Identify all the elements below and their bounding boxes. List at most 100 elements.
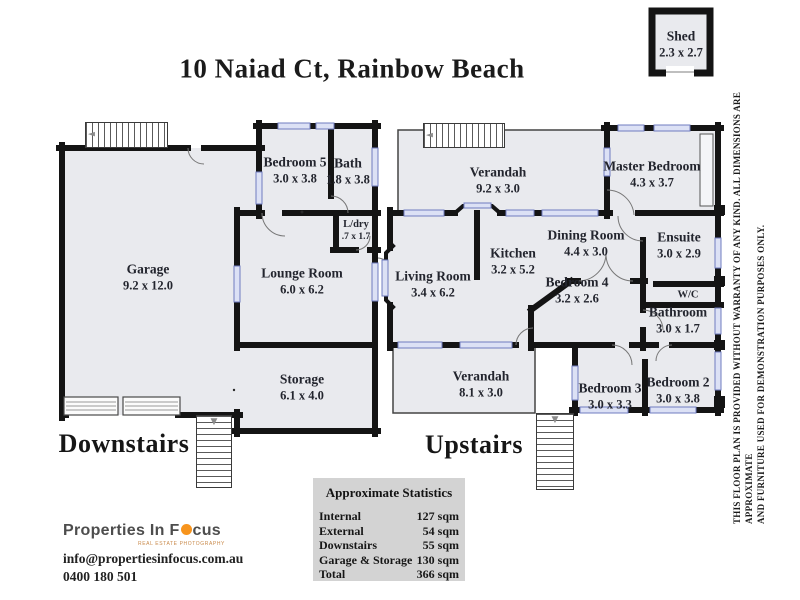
downstairs-windows [233, 122, 379, 303]
room-label-bath: Bath 1.8 x 3.8 [326, 154, 370, 187]
room-label-bathroom: Bathroom 3.0 x 1.7 [649, 303, 707, 336]
stairs-downstairs-lower: ▼ [196, 415, 232, 488]
room-name: Verandah [469, 164, 527, 180]
room-name: Verandah [452, 368, 510, 384]
room-label-garage: Garage 9.2 x 12.0 [123, 260, 173, 293]
statistics-row: Internal 127 sqm [319, 509, 459, 524]
room-dims: 9.2 x 12.0 [123, 278, 173, 293]
agency-email: info@propertiesinfocus.com.au [63, 551, 244, 566]
room-label-bedroom5: Bedroom 5 3.0 x 3.8 [263, 153, 326, 186]
disclaimer-line-2: AND FURNITURE USED FOR DEMONSTRATION PUR… [756, 224, 766, 524]
stat-label: Total [319, 567, 346, 581]
room-label-bedroom3: Bedroom 3 3.0 x 3.3 [578, 379, 641, 412]
room-dims: 1.8 x 3.8 [326, 172, 370, 187]
room-dims: 6.1 x 4.0 [280, 388, 324, 403]
room-dims: 3.0 x 3.8 [273, 171, 317, 186]
room-label-bedroom2: Bedroom 2 3.0 x 3.8 [646, 373, 709, 406]
shed-outline [648, 7, 714, 78]
room-name: Living Room [395, 268, 471, 284]
room-name: Dining Room [547, 227, 625, 243]
room-dims: 3.2 x 2.6 [555, 291, 599, 306]
stairs-upstairs-lower: ▼ [536, 413, 574, 490]
statistics-panel: Approximate Statistics Internal 127 sqm … [313, 478, 465, 581]
statistics-row: External 54 sqm [319, 524, 459, 539]
agency-phone: 0400 180 501 [63, 569, 138, 584]
stat-value: 130 sqm [416, 552, 459, 567]
stairs-direction-arrow-icon: ▼ [210, 417, 218, 427]
disclaimer-line-1: THIS FLOOR PLAN IS PROVIDED WITHOUT WARR… [732, 91, 754, 524]
room-name: Shed [666, 28, 696, 44]
room-dims: 2.3 x 2.7 [659, 45, 703, 60]
stairs-upstairs-verandah: ◄ [423, 123, 505, 148]
room-label-verandah-bottom: Verandah 8.1 x 3.0 [453, 367, 510, 400]
stat-value: 127 sqm [416, 509, 459, 523]
room-label-shed: Shed 2.3 x 2.7 [659, 27, 703, 60]
light-fitting-dot [300, 210, 304, 214]
room-name: L/dry [343, 219, 369, 231]
stat-value: 55 sqm [422, 538, 459, 552]
room-name: Storage [279, 371, 325, 387]
room-name: Bedroom 4 [545, 274, 609, 290]
room-name: Bathroom [648, 304, 708, 320]
room-name: Bath [334, 155, 362, 171]
room-name: W/C [677, 289, 699, 301]
upstairs-footprint [385, 125, 721, 414]
stat-value: 366 sqm [416, 567, 459, 581]
room-dims: 4.4 x 3.0 [564, 244, 608, 259]
built-in-robe [699, 133, 714, 207]
room-dims: 9.2 x 3.0 [476, 181, 520, 196]
room-label-laundry: L/dry .7 x 1.7 [342, 218, 371, 244]
room-label-lounge: Lounge Room 6.0 x 6.2 [261, 264, 342, 297]
room-dims: 3.2 x 5.2 [491, 262, 535, 277]
room-label-master-bedroom: Master Bedroom 4.3 x 3.7 [603, 157, 700, 190]
room-dims: 3.4 x 6.2 [411, 285, 455, 300]
room-label-dining: Dining Room 4.4 x 3.0 [548, 226, 625, 259]
agency-logo: Properties In F cus [63, 522, 221, 540]
room-label-wc: W/C [678, 288, 699, 301]
room-name: Garage [126, 261, 170, 277]
disclaimer-text: THIS FLOOR PLAN IS PROVIDED WITHOUT WARR… [731, 90, 767, 524]
room-dims: 3.0 x 3.3 [588, 397, 632, 412]
room-label-bedroom4: Bedroom 4 3.2 x 2.6 [545, 273, 608, 306]
stat-label: Downstairs [319, 538, 378, 552]
statistics-row: Total 366 sqm [319, 567, 459, 582]
stat-value: 54 sqm [422, 523, 459, 538]
room-name: Master Bedroom [603, 158, 701, 174]
room-dims: .7 x 1.7 [341, 232, 371, 243]
room-dims: 3.0 x 3.8 [656, 391, 700, 406]
room-label-verandah-top: Verandah 9.2 x 3.0 [470, 163, 527, 196]
page-title: 10 Naiad Ct, Rainbow Beach [179, 53, 525, 84]
room-dims: 3.0 x 2.9 [657, 246, 701, 261]
room-dims: 4.3 x 3.7 [630, 175, 674, 190]
room-name: Bedroom 5 [263, 154, 327, 170]
downstairs-label: Downstairs [58, 429, 190, 458]
room-label-ensuite: Ensuite 3.0 x 2.9 [657, 228, 701, 261]
room-dims: 3.0 x 1.7 [656, 321, 700, 336]
right-wall-piers [714, 205, 725, 408]
stairs-downstairs-entry: ◄ [85, 122, 168, 148]
light-fitting-dot [232, 388, 236, 392]
upstairs-doors [515, 189, 673, 366]
room-dims: 6.0 x 6.2 [280, 282, 324, 297]
logo-text-prefix: Properties In F [63, 522, 180, 539]
logo-text-suffix: cus [192, 522, 222, 539]
room-label-kitchen: Kitchen 3.2 x 5.2 [490, 244, 536, 277]
downstairs-footprint [62, 126, 378, 431]
room-name: Lounge Room [261, 265, 343, 281]
sun-icon [180, 524, 192, 535]
agency-tagline: REAL ESTATE PHOTOGRAPHY [138, 541, 225, 547]
upstairs-label: Upstairs [425, 430, 523, 459]
statistics-row: Downstairs 55 sqm [319, 538, 459, 553]
room-label-storage: Storage 6.1 x 4.0 [280, 370, 324, 403]
room-dims: 8.1 x 3.0 [459, 385, 503, 400]
stat-label: Garage & Storage [319, 552, 413, 567]
stat-label: External [319, 523, 364, 538]
room-name: Bedroom 3 [578, 380, 642, 396]
garage-doors [63, 396, 181, 416]
room-name: Kitchen [490, 245, 536, 261]
stairs-direction-arrow-icon: ▼ [551, 415, 559, 425]
room-name: Ensuite [657, 229, 701, 245]
statistics-title: Approximate Statistics [325, 485, 453, 500]
